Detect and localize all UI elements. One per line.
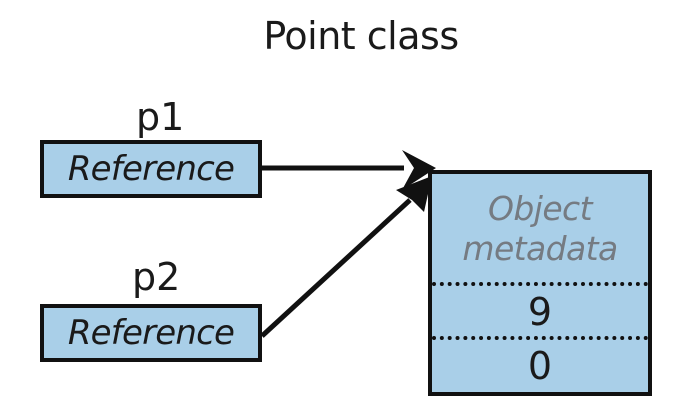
p1-reference-box: Reference: [40, 140, 262, 198]
object-metadata-line1: Object: [488, 189, 592, 228]
diagram-title: Point class: [263, 14, 459, 58]
object-field-y: 0: [527, 344, 553, 388]
p2-reference-label: Reference: [67, 313, 235, 353]
p2-reference-box: Reference: [40, 304, 262, 362]
object-metadata: Object metadata: [432, 174, 648, 284]
object-separator-1: [432, 282, 648, 286]
object-separator-2: [432, 336, 648, 340]
object-metadata-line2: metadata: [462, 229, 618, 268]
p2-label: p2: [132, 255, 181, 299]
p1-label: p1: [136, 95, 185, 139]
arrow-p1-head: [402, 150, 436, 190]
p1-reference-label: Reference: [67, 149, 235, 189]
object-field-x: 9: [527, 290, 553, 334]
arrow-p2-head: [396, 176, 432, 212]
point-object-box: Object metadata 9 0: [428, 170, 652, 396]
arrow-p2-line: [260, 198, 412, 338]
